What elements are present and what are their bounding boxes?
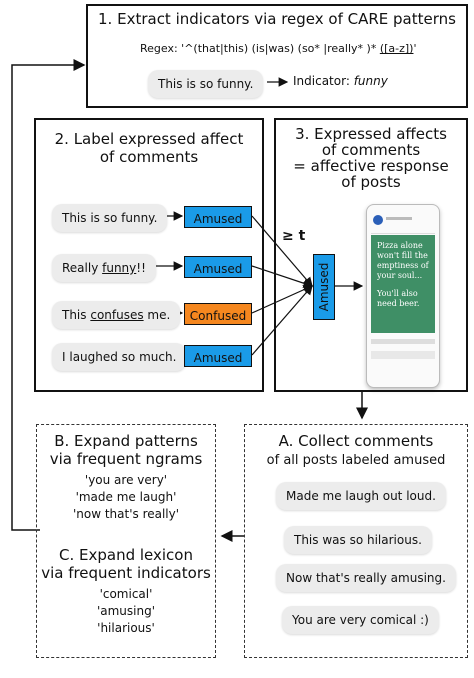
step2-box [34,118,264,392]
stepC-indicator-list: 'comical' 'amusing' 'hilarious' [36,586,216,637]
regex-text: Regex: '^(that|this) (is|was) (so* |real… [140,42,380,55]
step3-title: 3. Expressed affects of comments = affec… [293,125,449,191]
threshold-label: ≥ t [282,228,306,244]
example-comment-bubble: This is so funny. [148,70,264,98]
aggregate-label-amused: Amused [313,254,335,320]
collected-comment: This was so hilarious. [284,526,432,554]
step2-title-line2: of comments [99,148,199,166]
indicator-line: Indicator: funny [293,74,388,88]
collected-comment: You are very comical :) [282,606,439,634]
phone-nav-bar [371,351,435,359]
comment-bubble: I laughed so much. [52,343,187,371]
indicator-item: 'comical' [99,587,153,601]
step3-box [274,118,468,392]
comment-bubble: This is so funny. [52,204,168,232]
phone-image: Pizza alone won't fill the emptiness of … [366,204,440,388]
collected-comment: Now that's really amusing. [276,564,456,592]
affect-label-amused: Amused [184,256,252,278]
stepC-title: C. Expand lexicon via frequent indicator… [41,546,211,582]
stepA-box [244,424,468,658]
step2-title: 2. Label expressed affect of comments [34,130,264,166]
stepA-title: A. Collect comments of all posts labeled… [266,432,446,468]
regex-line: Regex: '^(that|this) (is|was) (so* |real… [140,42,417,55]
step2-title-line1: 2. Label expressed affect [54,130,244,148]
step1-box [86,4,468,108]
indicator-item: 'amusing' [96,604,156,618]
feedback-loop-arrow [11,59,86,531]
indicator-label: Indicator: [293,74,354,88]
comment-bubble: This confuses me. [52,301,181,329]
comment-bubble: Really funny!! [52,254,156,282]
avatar [373,215,383,225]
affect-label-confused: Confused [184,303,252,325]
ngram-item: 'made me laugh' [75,490,177,504]
regex-group: ([a-z]) [379,42,414,55]
step1-title: 1. Extract indicators via regex of CARE … [98,10,456,28]
phone-header [371,211,435,234]
indicator-value: funny [353,74,388,88]
ngram-item: 'you are very' [84,473,168,487]
affect-label-amused: Amused [184,345,252,367]
collected-comment: Made me laugh out loud. [276,482,446,510]
chalkboard-post: Pizza alone won't fill the emptiness of … [371,235,435,333]
stepBC-box [36,424,216,658]
regex-suffix: ' [413,42,417,55]
phone-reaction-bar [371,339,435,344]
stepB-title: B. Expand patterns via frequent ngrams [49,432,203,468]
stepB-ngram-list: 'you are very' 'made me laugh' 'now that… [36,472,216,523]
affect-label-amused: Amused [184,206,252,228]
post-text-2: You'll also need beer. [377,289,420,308]
ngram-item: 'now that's really' [72,507,180,521]
post-text-1: Pizza alone won't fill the emptiness of … [377,241,429,280]
indicator-item: 'hilarious' [97,621,155,635]
